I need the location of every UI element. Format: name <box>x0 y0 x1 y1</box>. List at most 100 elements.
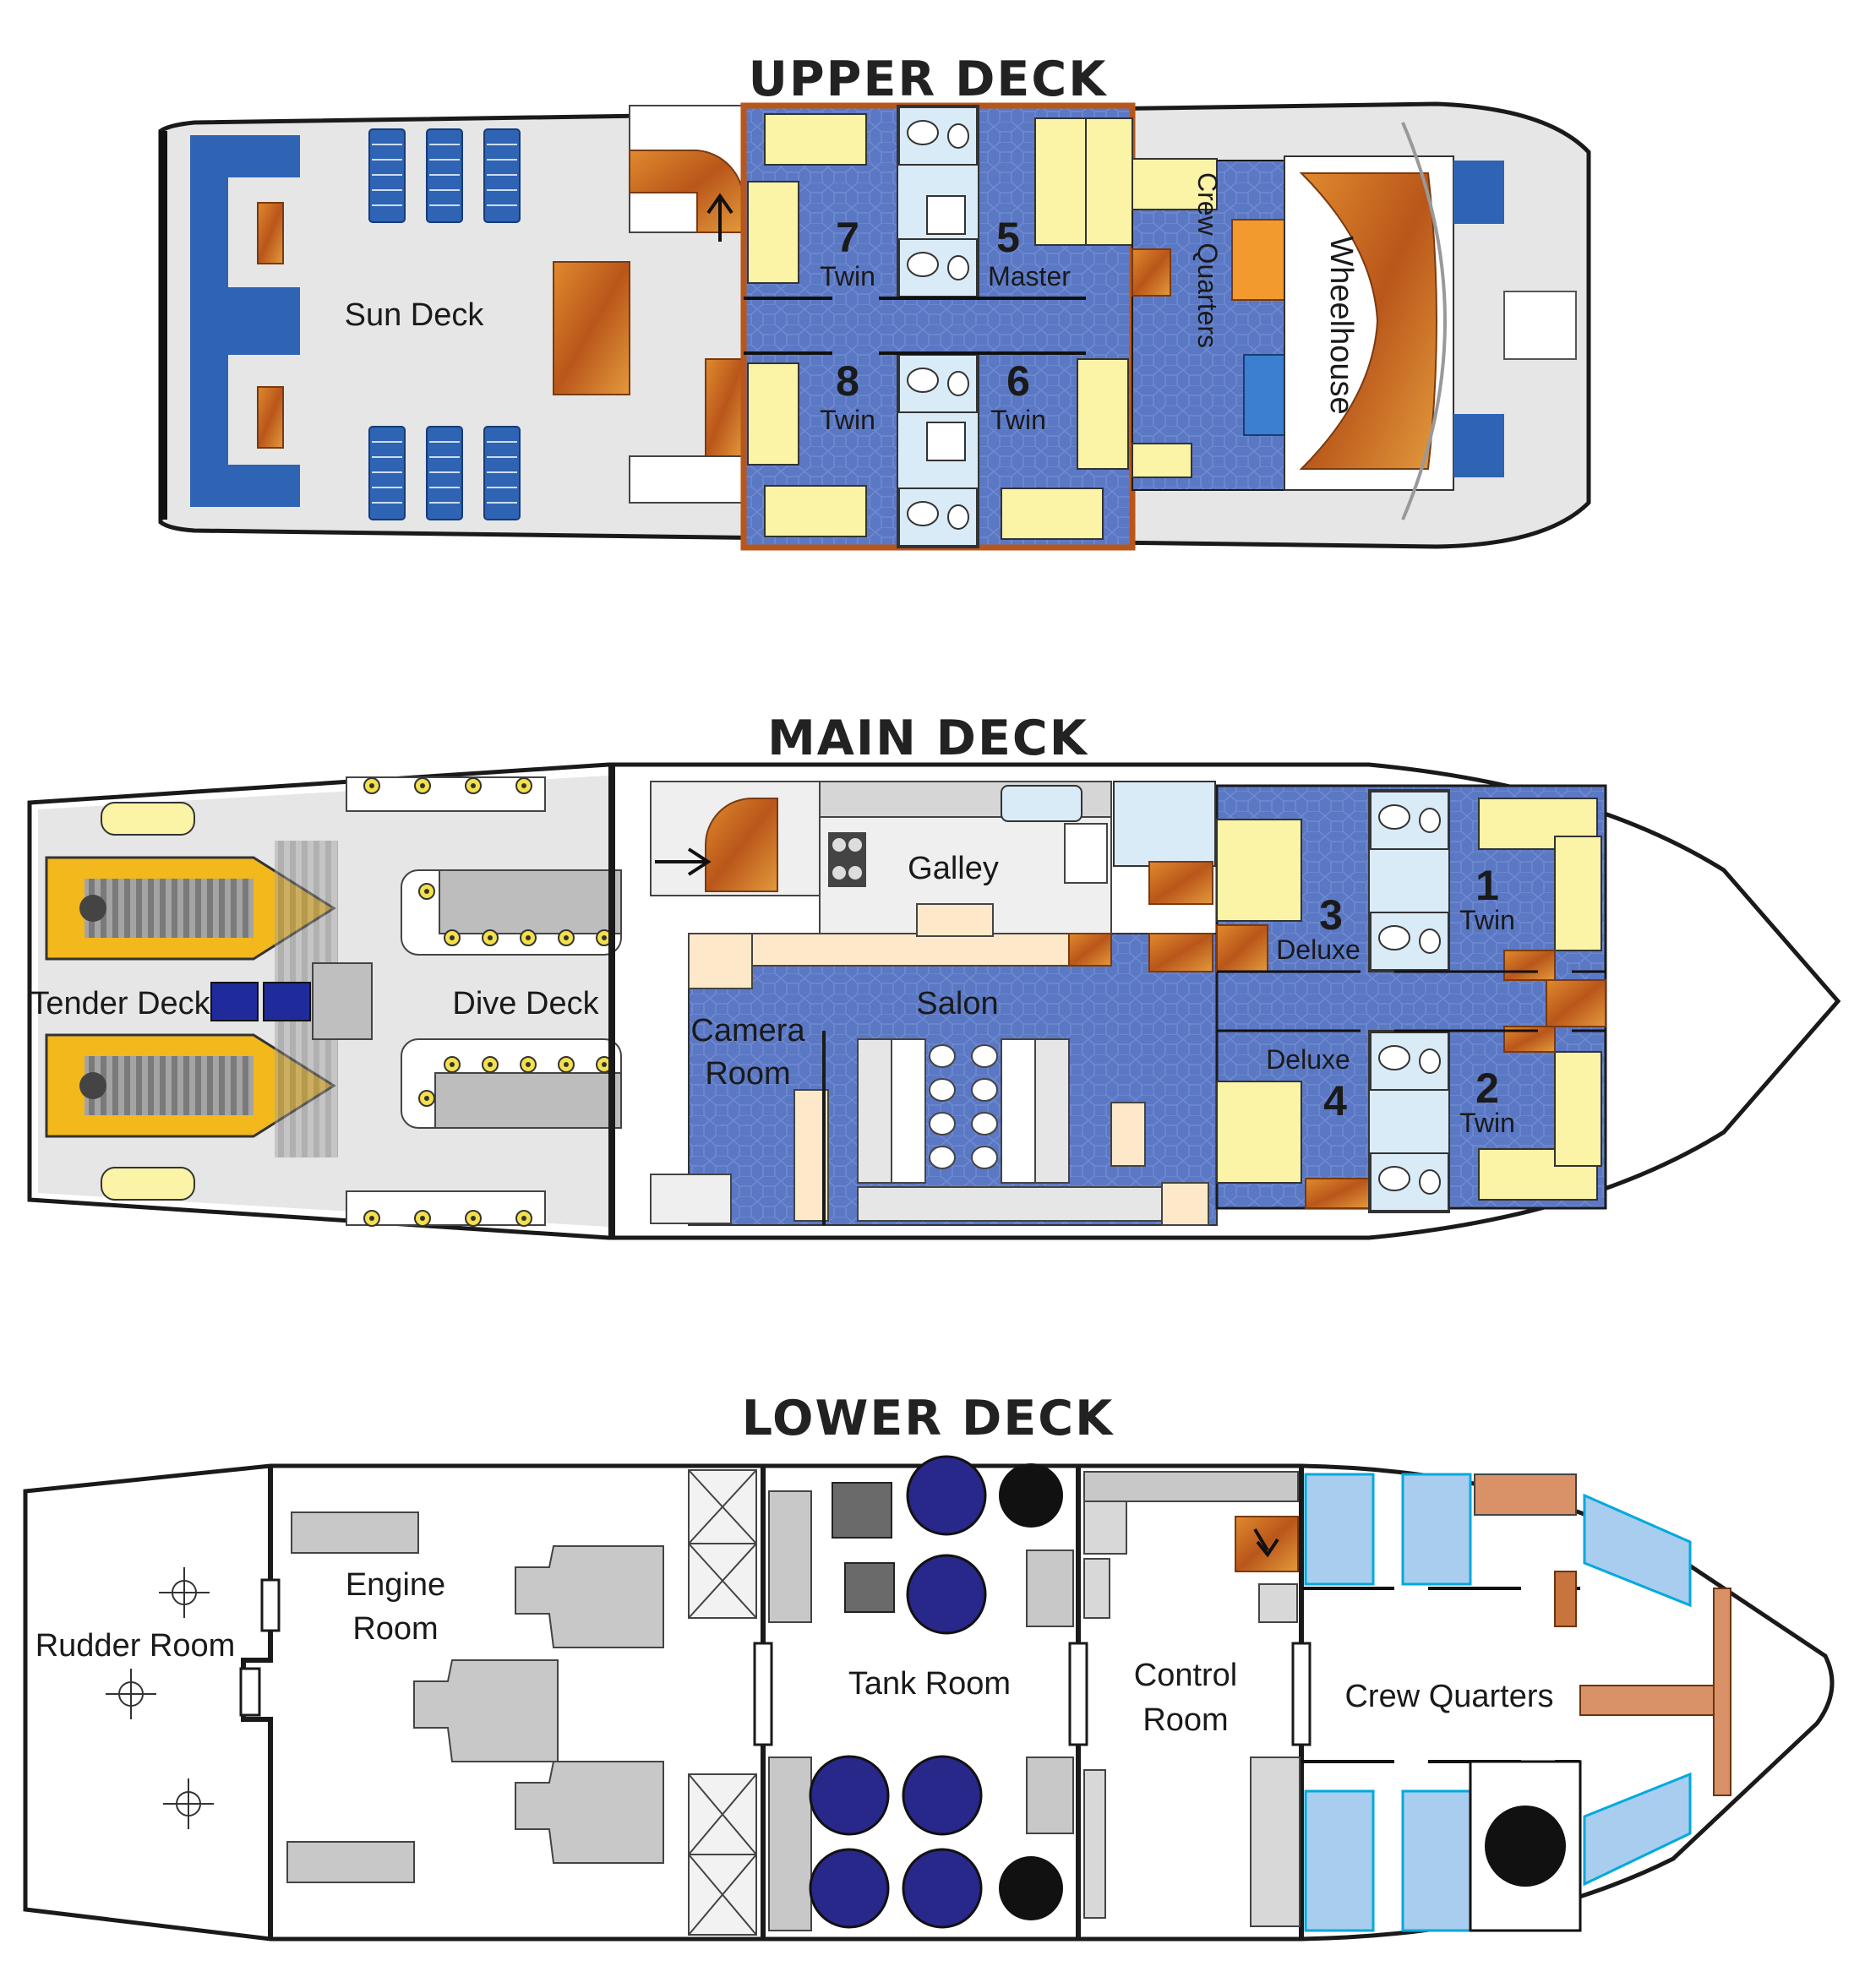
bow-ladder <box>1503 291 1577 360</box>
galley-label: Galley <box>908 851 999 886</box>
tank-room-shelf-top <box>1026 1550 1074 1627</box>
cabin-1-bed-side <box>1554 836 1602 951</box>
salon-side-table <box>1110 1102 1146 1167</box>
sun-deck-bench <box>190 135 300 507</box>
rudder-door-2 <box>239 1667 261 1717</box>
tank-room-locker-bottom <box>768 1757 812 1931</box>
bed-5a <box>1034 117 1087 246</box>
upper-deck-title: UPPER DECK <box>749 52 1108 107</box>
galley-stove <box>828 832 866 887</box>
fuel-tank-2 <box>999 1856 1063 1920</box>
burner <box>832 866 846 880</box>
fuel-tank-1 <box>999 1463 1063 1528</box>
bed-7b <box>747 181 799 284</box>
tank-room-shelf-bottom <box>1026 1757 1074 1834</box>
galley-dishwasher <box>1064 823 1108 884</box>
cabin-3-beds <box>1216 819 1302 922</box>
tank-compressor-1 <box>832 1482 892 1539</box>
bed-7a <box>764 113 867 166</box>
bow-seat-top <box>1453 161 1504 224</box>
bed-8b <box>764 485 867 537</box>
cabin-8-number: 8 <box>836 357 859 405</box>
dive-bench-bottom <box>346 1190 546 1227</box>
cabin-4-number: 4 <box>1323 1077 1347 1125</box>
upper-bar-counter <box>705 358 744 457</box>
control-door <box>1291 1642 1311 1746</box>
main-bath-area <box>1113 781 1216 867</box>
engine-3 <box>515 1761 664 1864</box>
main-stair-arrow <box>655 847 712 876</box>
control-console <box>1250 1757 1301 1927</box>
sun-deck-table <box>553 261 630 395</box>
dive-crate-2 <box>263 982 311 1021</box>
main-spiral-stair <box>705 798 778 892</box>
salon-bar <box>751 933 1112 967</box>
cabin-5-number: 5 <box>996 214 1020 261</box>
control-cabinet-1 <box>1083 1501 1127 1555</box>
crew-stair <box>1132 248 1171 297</box>
crew-desk <box>1474 1473 1577 1516</box>
tank-compressor-2 <box>844 1562 895 1613</box>
salon-door <box>1161 1182 1209 1226</box>
upper-sink-unit <box>629 455 744 504</box>
cabin-4-closet <box>1305 1178 1370 1209</box>
cabin-3-type: Deluxe <box>1276 934 1361 965</box>
wheelhouse-label: Wheelhouse <box>1323 236 1359 414</box>
cabin-7-number: 7 <box>836 214 859 261</box>
control-stair <box>1235 1516 1299 1572</box>
engine-block-top-left <box>291 1511 419 1554</box>
tender-cleat-top <box>101 802 195 836</box>
burner <box>848 838 862 852</box>
engine-door <box>753 1642 773 1746</box>
engine-room-label-line1: Engine <box>346 1567 445 1603</box>
main-deck: MAIN DECK Tender Deck <box>27 711 1841 1240</box>
upper-deck: UPPER DECK Sun Deck <box>158 52 1591 551</box>
cabin-2-bed-side <box>1554 1051 1602 1167</box>
crew-bed <box>1132 158 1218 210</box>
lower-deck-title: LOWER DECK <box>742 1391 1115 1446</box>
burner <box>848 866 862 880</box>
salon-bar-top <box>916 903 994 937</box>
engine-room-label-line2: Room <box>352 1611 438 1647</box>
cabin-3-closet <box>1216 924 1268 972</box>
fwd-wood-1 <box>1503 950 1556 981</box>
side-table-bottom <box>257 386 284 449</box>
dive-deck-label: Dive Deck <box>452 986 599 1021</box>
tank-door <box>1068 1642 1088 1746</box>
fwd-wood-2 <box>1546 979 1606 1027</box>
cabin-3-number: 3 <box>1319 891 1343 939</box>
control-stair-arrow <box>1253 1528 1279 1558</box>
cabin-4-beds <box>1216 1081 1302 1184</box>
salon-table-3 <box>1001 1038 1036 1184</box>
cabin-2-number: 2 <box>1475 1065 1499 1112</box>
compressor-box <box>312 962 373 1040</box>
camera-room-label-line1: Camera <box>690 1013 805 1048</box>
lower-crew-quarters-label: Crew Quarters <box>1344 1679 1553 1714</box>
cabin-1-type: Twin <box>1459 905 1515 935</box>
tender-boat-1 <box>45 856 336 961</box>
helm-console <box>1299 172 1437 470</box>
control-room-label-line1: Control <box>1134 1658 1238 1693</box>
camera-room-head <box>650 1174 732 1224</box>
galley-sink <box>1001 785 1082 822</box>
control-panel-top <box>1083 1471 1299 1502</box>
crew-table <box>1579 1685 1729 1716</box>
engine-crate-bottom <box>688 1773 757 1936</box>
salon-bar-end <box>1068 933 1112 967</box>
cabin-6-type: Twin <box>990 405 1046 435</box>
bow-seat-bottom <box>1453 414 1504 477</box>
cabin-7-type: Twin <box>820 261 875 291</box>
interior-aft-wall <box>608 765 615 1238</box>
rudder-room-label: Rudder Room <box>35 1628 236 1664</box>
wheelhouse-window <box>1401 122 1447 520</box>
cabin-5-type: Master <box>988 261 1071 291</box>
sun-deck-label: Sun Deck <box>345 297 485 333</box>
dive-crate-1 <box>210 982 259 1021</box>
bed-5b <box>1085 117 1133 246</box>
control-box <box>1258 1583 1298 1623</box>
engine-crate-top <box>688 1469 757 1619</box>
shower-2 <box>926 422 966 461</box>
tender-deck-label: Tender Deck <box>30 986 210 1021</box>
bed-6b <box>1001 487 1104 540</box>
